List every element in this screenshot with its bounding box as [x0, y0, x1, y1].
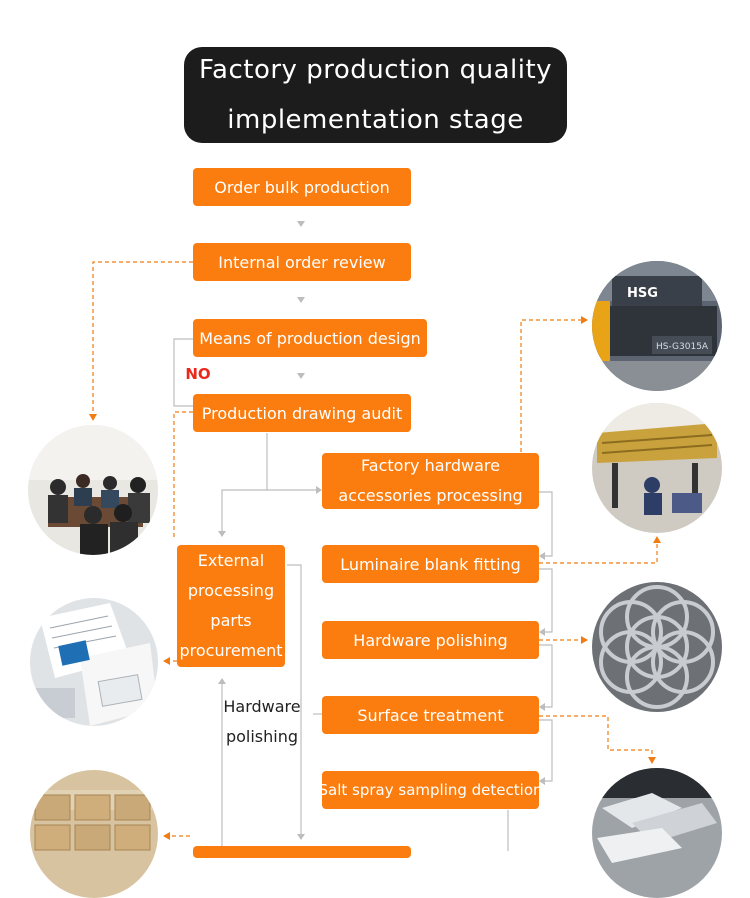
arrow-down-icon	[297, 221, 305, 227]
step-factory-hardware-line1: Factory hardware	[361, 456, 500, 475]
arrow-left-icon	[539, 703, 545, 711]
page-title-line1: Factory production quality	[198, 55, 553, 85]
arrow-left-icon	[539, 777, 545, 785]
no-label: NO	[185, 365, 211, 383]
step-surface-treatment: Surface treatment	[322, 696, 539, 734]
machine-model-text: HS-G3015A	[656, 342, 709, 352]
step-means-of-production-design: Means of production design	[193, 319, 427, 357]
step-salt-spray-sampling-detection: Salt spray sampling detection	[319, 771, 543, 809]
arrow-down-icon	[218, 531, 226, 537]
machine-brand-text: HSG	[627, 286, 658, 301]
step-internal-order-review: Internal order review	[193, 243, 411, 281]
side-label-line1: Hardware	[223, 697, 301, 716]
page-title: Factory production quality implementatio…	[184, 47, 567, 143]
side-label-hardware-polishing: Hardware polishing	[218, 692, 306, 752]
warehouse-boxes-photo	[30, 770, 158, 898]
arrow-right-icon	[316, 486, 322, 494]
page-title-line2: implementation stage	[227, 105, 524, 135]
step-external-line4: procurement	[179, 641, 283, 660]
arrow-down-icon	[297, 373, 305, 379]
arrow-down-icon	[648, 757, 656, 764]
step-external-line1: External	[197, 551, 265, 570]
step-luminaire-blank-fitting: Luminaire blank fitting	[322, 545, 539, 583]
meeting-photo	[28, 425, 158, 555]
arrow-left-icon	[539, 552, 545, 560]
connector-lines	[89, 221, 661, 851]
step-production-drawing-audit: Production drawing audit	[193, 394, 411, 432]
arrow-left-icon	[163, 832, 170, 840]
arrow-down-icon	[297, 834, 305, 840]
side-label-line2: polishing	[225, 727, 299, 746]
step-factory-hardware-line2: accessories processing	[338, 486, 523, 505]
arrow-left-icon	[163, 657, 170, 665]
hardware-workshop-photo	[592, 403, 722, 533]
step-factory-hardware-accessories-processing: Factory hardware accessories processing	[322, 453, 539, 509]
laser-cutting-machine-photo: HSG HS-G3015A	[592, 261, 722, 391]
arrow-up-icon	[653, 536, 661, 543]
step-bottom-partial	[193, 846, 411, 858]
step-order-bulk-production: Order bulk production	[193, 168, 411, 206]
metal-pattern-photo	[592, 582, 722, 712]
step-external-processing-parts-procurement: External processing parts procurement	[177, 545, 285, 667]
arrow-up-icon	[218, 678, 226, 684]
arrow-left-icon	[539, 628, 545, 636]
arrow-right-icon	[581, 636, 588, 644]
step-hardware-polishing: Hardware polishing	[322, 621, 539, 659]
surface-treated-parts-photo	[592, 768, 722, 898]
step-external-line3: parts	[210, 611, 252, 630]
documents-photo	[30, 598, 158, 726]
arrow-down-icon	[297, 297, 305, 303]
arrow-right-icon	[581, 316, 588, 324]
arrow-down-icon	[89, 414, 97, 421]
step-external-line2: processing	[187, 581, 275, 600]
